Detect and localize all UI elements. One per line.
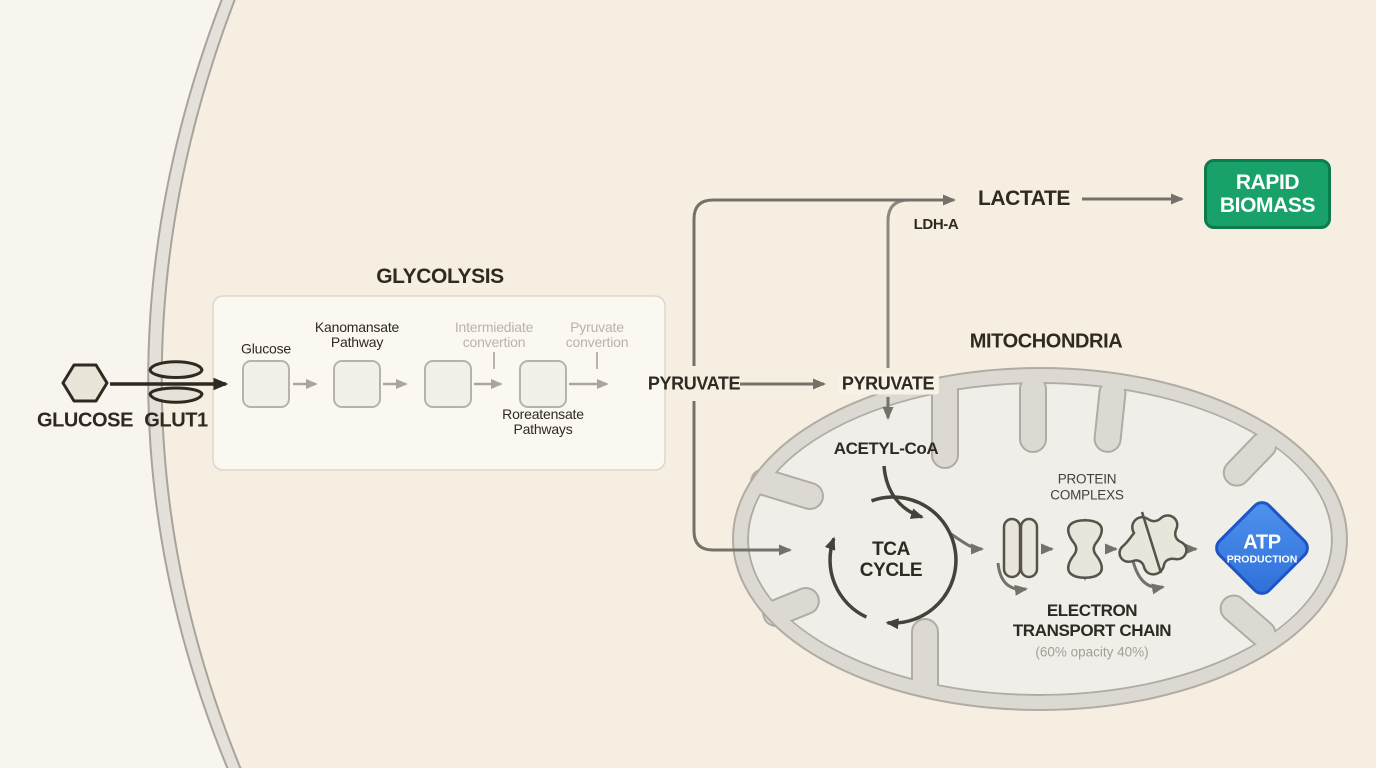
etc-line1: ELECTRON <box>1046 601 1138 620</box>
glycolysis-step3-line1: Intermiediate <box>454 319 534 335</box>
tca-line1: TCA <box>872 539 910 560</box>
glycolysis-step2-line1: Kanomansate <box>314 319 400 335</box>
protein-complex-2-icon <box>1067 519 1103 579</box>
mitochondria-title: MITOCHONDRIA <box>969 330 1123 353</box>
atp-line2: PRODUCTION <box>1226 553 1298 566</box>
glycolysis-step4-sub-line1: Roreatensate <box>502 406 584 422</box>
glycolysis-step4-sub-label: Roreatensate Pathways <box>502 407 584 437</box>
glycolysis-step4-label: Pyruvate convertion <box>566 320 629 350</box>
glycolysis-step3-line2: convertion <box>462 334 526 350</box>
etc-line2: TRANSPORT CHAIN <box>1012 621 1172 640</box>
complex3-strand-line <box>1140 511 1163 574</box>
mito-cristae <box>750 375 1278 698</box>
pyruvate-inner-label: PYRUVATE <box>836 373 940 395</box>
tca-line2: CYCLE <box>859 560 923 581</box>
cell-membrane <box>147 0 242 768</box>
tca-cycle-label: TCA CYCLE <box>859 539 923 581</box>
glycolysis-step4-line2: convertion <box>565 334 629 350</box>
lactate-label: LACTATE <box>977 186 1071 210</box>
glycolysis-step-box-3 <box>424 360 472 408</box>
tca-cycle-arrows <box>824 495 958 630</box>
glut1-label: GLUT1 <box>144 409 208 432</box>
glycolysis-step4-line1: Pyruvate <box>570 319 624 335</box>
ldh-a-label: LDH-A <box>913 216 959 234</box>
complex3-proton-arrow <box>1131 560 1165 595</box>
acetyl-coa-label: ACETYL-CoA <box>833 439 939 458</box>
mito-crista <box>1019 375 1047 453</box>
rapid-biomass-line1: RAPID <box>1235 171 1300 194</box>
pyruvate-to-tca-arrow <box>692 401 792 556</box>
protein-complexes-label: PROTEIN COMPLEXS <box>1050 471 1124 503</box>
etc-label: ELECTRON TRANSPORT CHAIN <box>1012 601 1172 641</box>
glycolysis-step-boxes <box>242 360 567 408</box>
glycolysis-step1-label: Glucose <box>241 340 291 357</box>
glucose-label: GLUCOSE <box>36 409 134 432</box>
glucose-hexagon-icon <box>61 363 109 403</box>
pyruvate-to-lactate-arrow <box>692 194 956 366</box>
glycolysis-step-box-2 <box>333 360 381 408</box>
complex1-proton-arrow <box>996 562 1028 596</box>
glut1-transporter-icon <box>148 360 204 404</box>
glycolysis-step3-label: Intermiediate convertion <box>454 319 534 350</box>
electron-transport-complexes <box>1002 511 1188 579</box>
glycolysis-step-arrows <box>293 352 609 389</box>
protein-complexes-line2: COMPLEXS <box>1050 487 1124 502</box>
glycolysis-step-box-1 <box>242 360 290 408</box>
glycolysis-title: GLYCOLYSIS <box>376 264 504 288</box>
pyruvate-outer-label: PYRUVATE <box>647 373 741 394</box>
glycolysis-step2-label: Kanomansate Pathway <box>315 320 399 350</box>
atp-production-label: ATP PRODUCTION <box>1226 531 1298 566</box>
atp-diamond <box>1215 501 1309 595</box>
rapid-biomass-line2: BIOMASS <box>1219 194 1316 217</box>
flow-arrows <box>692 193 1198 596</box>
glycolysis-step4-sub-line2: Pathways <box>513 421 573 437</box>
tca-to-etc-arrow <box>950 532 984 555</box>
rapid-biomass-box: RAPID BIOMASS <box>1204 159 1331 229</box>
atp-line1: ATP <box>1243 531 1281 554</box>
protein-complex-1-icon <box>1002 517 1039 579</box>
glycolysis-step-box-4 <box>519 360 567 408</box>
etc-note: (60% opacity 40%) <box>1035 644 1149 660</box>
glycolysis-step2-line2: Pathway <box>330 334 384 350</box>
protein-complexes-line1: PROTEIN <box>1057 471 1117 487</box>
